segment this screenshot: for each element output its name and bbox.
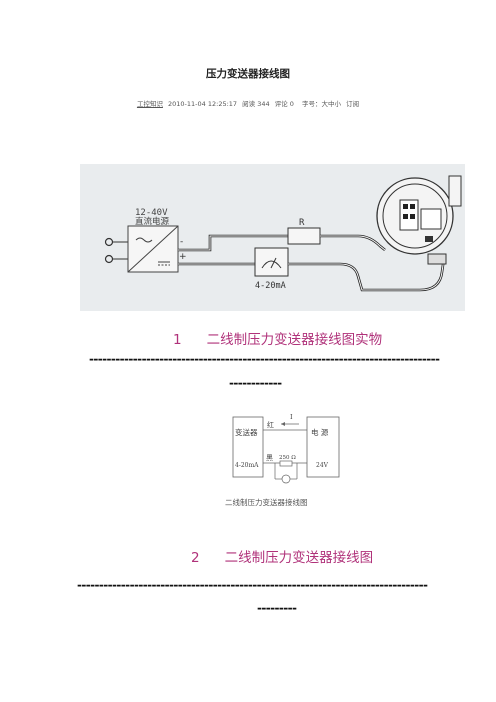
article-meta: 工控知识 2010-11-04 12:25:17 阅读 344 评论 0 字号：…	[0, 98, 496, 108]
diagram-caption: 二线制压力变送器接线图	[225, 497, 308, 507]
arrow-left-icon	[281, 422, 285, 426]
figure2-caption: 2 二线制压力变送器接线图	[191, 546, 373, 566]
figure1-caption: 1 二线制压力变送器接线图实物	[173, 328, 382, 348]
supply-type-label: 直流电源	[135, 216, 170, 227]
plus-label: +	[179, 252, 187, 262]
transmitter-box	[232, 416, 264, 478]
ammeter-symbol	[254, 247, 289, 277]
separator-line: ------------	[229, 376, 282, 390]
current-label: I	[290, 413, 293, 421]
meter-label: 4-20mA	[255, 281, 286, 291]
voltmeter-icon	[281, 474, 291, 484]
fontsize-label: 字号：	[301, 100, 322, 108]
figure2-title: 二线制压力变送器接线图	[224, 550, 374, 566]
power-label: 电 源	[311, 427, 329, 437]
figure2-number: 2	[191, 550, 200, 566]
supply-voltage-label: 12-40V	[135, 208, 168, 218]
resistor-value: 250 Ω	[279, 455, 296, 461]
transmitter-label: 变送器	[235, 427, 258, 437]
gauge-icon	[261, 260, 282, 269]
resistor-label: R	[299, 218, 305, 228]
ac-wave-icon	[135, 237, 153, 243]
read-count: 阅读 344	[242, 100, 270, 108]
category-link[interactable]: 工控知识	[136, 100, 163, 108]
power-box	[306, 416, 340, 478]
font-mid-link[interactable]: 中	[327, 100, 335, 108]
black-wire-label: 黑	[266, 454, 273, 462]
subscribe-link[interactable]: 订阅	[346, 100, 360, 108]
minus-label: -	[180, 237, 183, 247]
transmitter-range: 4-20mA	[235, 462, 259, 469]
schematic-diagram: 变送器 4-20mA 电 源 24V 红 I 黑 250 Ω 二线制压力变送器接…	[225, 413, 340, 507]
comment-count[interactable]: 评论 0	[274, 100, 294, 108]
separator-line: ---------	[257, 601, 297, 615]
figure1-title: 二线制压力变送器接线图实物	[206, 332, 383, 348]
cable-gland	[427, 253, 447, 265]
wiring-drawing: 12-40V 直流电源 - + R 4-20mA	[104, 175, 462, 292]
font-large-link[interactable]: 大	[321, 100, 328, 108]
page-title: 压力变送器接线图	[206, 68, 290, 80]
separator-line: ----------------------------------------…	[89, 352, 440, 366]
font-small-link[interactable]: 小	[334, 100, 341, 108]
resistor-symbol	[287, 227, 321, 245]
terminal-icon	[104, 237, 114, 247]
wiring-photo: 12-40V 直流电源 - + R 4-20mA	[80, 164, 465, 311]
red-wire-label: 红	[267, 420, 274, 429]
figure1-number: 1	[173, 332, 182, 348]
sense-resistor	[279, 460, 293, 467]
post-datetime: 2010-11-04 12:25:17	[168, 100, 238, 108]
display-module	[420, 208, 442, 230]
separator-line: ----------------------------------------…	[77, 578, 428, 592]
terminal-block	[399, 199, 419, 231]
terminal-icon	[104, 254, 114, 264]
power-voltage: 24V	[316, 462, 329, 469]
